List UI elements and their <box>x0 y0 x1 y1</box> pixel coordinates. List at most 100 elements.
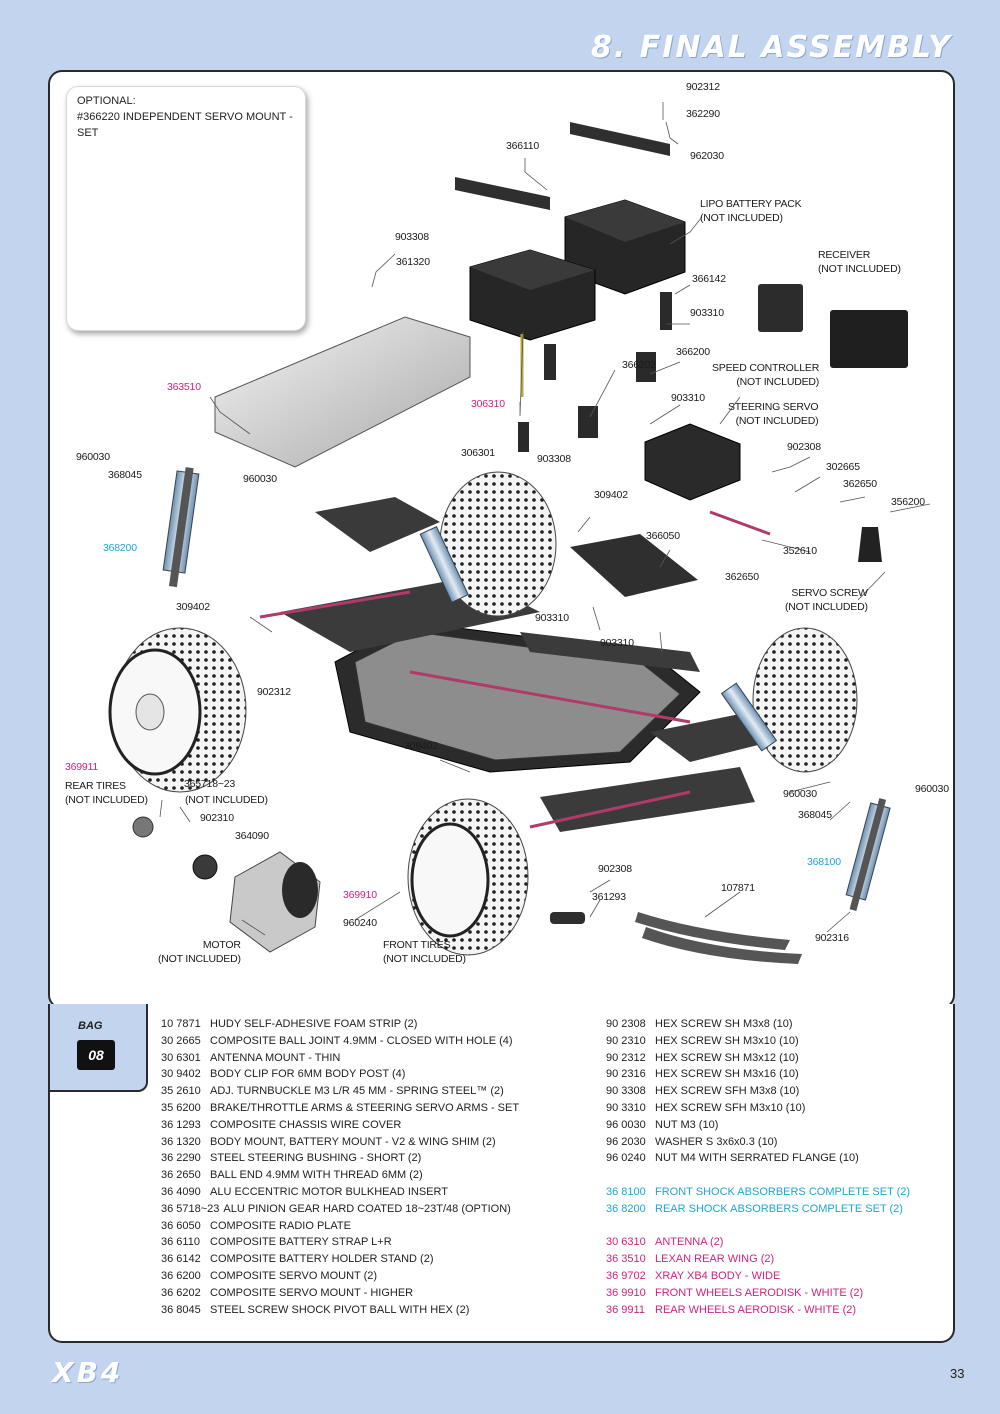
receiver <box>758 284 803 332</box>
part-code: 36 1293 <box>161 1118 201 1131</box>
part-desc: HEX SCREW SFH M3x10 (10) <box>655 1101 806 1114</box>
part-code: 36 9911 <box>606 1303 645 1316</box>
part-code: 10 7871 <box>161 1018 201 1030</box>
part-row: 96 2030 WASHER S 3x6x0.3 (10) <box>606 1134 910 1151</box>
exploded-assembly-diagram: OPTIONAL: #366220 INDEPENDENT SERVO MOUN… <box>48 70 955 1009</box>
part-code: 90 2312 <box>606 1051 646 1064</box>
part-row-shock: 36 8100 FRONT SHOCK ABSORBERS COMPLETE SE… <box>606 1184 910 1201</box>
page-title: 8. FINAL ASSEMBLY <box>591 30 952 65</box>
rear-tire-left <box>108 627 247 793</box>
servo-arm <box>858 527 882 562</box>
part-code: 36 8100 <box>606 1185 646 1198</box>
antenna-mount <box>518 422 529 452</box>
part-code: 30 6310 <box>606 1236 646 1249</box>
part-desc: COMPOSITE SERVO MOUNT (2) <box>210 1269 378 1282</box>
part-desc: COMPOSITE BATTERY STRAP L+R <box>210 1236 392 1249</box>
part-desc: COMPOSITE SERVO MOUNT - HIGHER <box>210 1286 414 1299</box>
part-desc: HEX SCREW SH M3x8 (10) <box>655 1018 793 1030</box>
motor-bulkhead-insert <box>192 854 218 880</box>
part-desc: BRAKE/THROTTLE ARMS & STEERING SERVO ARM… <box>210 1101 520 1114</box>
battery-strap-left <box>455 177 550 210</box>
part-row: 96 0240 NUT M4 WITH SERRATED FLANGE (10) <box>606 1150 910 1167</box>
part-desc: STEEL STEERING BUSHING - SHORT (2) <box>210 1152 422 1165</box>
part-code: 36 8045 <box>161 1303 201 1316</box>
optional-part: #366220 INDEPENDENT SERVO MOUNT - SET <box>77 111 293 139</box>
chassis-wire-cover <box>550 912 585 924</box>
pinion-gear <box>132 816 154 838</box>
rear-shock-absorber <box>162 467 200 588</box>
battery-strap-right <box>570 122 670 156</box>
assembly-illustration <box>108 102 931 964</box>
servo-mount-higher <box>578 406 598 438</box>
rear-wing <box>214 316 471 468</box>
part-desc: BODY MOUNT, BATTERY MOUNT - V2 & WING SH… <box>210 1135 496 1148</box>
part-code: 36 6142 <box>161 1253 201 1266</box>
part-desc: STEEL SCREW SHOCK PIVOT BALL WITH HEX (2… <box>210 1303 470 1316</box>
part-code: 96 2030 <box>606 1135 646 1148</box>
bag-label: BAG <box>78 1020 103 1032</box>
part-code: 36 8200 <box>606 1202 646 1215</box>
part-code: 36 9910 <box>606 1286 646 1299</box>
part-code: 90 2316 <box>606 1068 646 1081</box>
part-desc: ALU ECCENTRIC MOTOR BULKHEAD INSERT <box>210 1185 448 1198</box>
part-code: 90 2310 <box>606 1034 646 1047</box>
foam-strips <box>635 912 802 964</box>
part-desc: HEX SCREW SH M3x10 (10) <box>655 1034 799 1047</box>
steering-servo <box>644 423 741 501</box>
part-row-body: 30 6310 ANTENNA (2) <box>606 1234 910 1251</box>
radio-plate <box>570 534 698 597</box>
center-brace <box>520 632 700 672</box>
front-tire-left <box>407 798 529 956</box>
part-desc: WASHER S 3x6x0.3 (10) <box>655 1135 778 1148</box>
part-desc: LEXAN REAR WING (2) <box>655 1253 775 1266</box>
part-code: 36 6110 <box>161 1236 200 1249</box>
part-desc: BODY CLIP FOR 6MM BODY POST (4) <box>210 1068 406 1081</box>
front-shock-absorber <box>845 798 891 911</box>
part-code: 36 5718~23 <box>161 1202 220 1215</box>
turnbuckles <box>259 510 771 829</box>
part-desc: FRONT SHOCK ABSORBERS COMPLETE SET (2) <box>655 1185 911 1198</box>
optional-heading: OPTIONAL: <box>77 95 136 107</box>
part-row: 36 8045 STEEL SCREW SHOCK PIVOT BALL WITH… <box>161 1302 519 1319</box>
front-tire-right <box>752 627 858 773</box>
part-row: 90 2316 HEX SCREW SH M3x16 (10) <box>606 1066 910 1083</box>
body-post <box>544 344 556 380</box>
part-desc: NUT M4 WITH SERRATED FLANGE (10) <box>655 1152 859 1165</box>
part-code: 36 2650 <box>161 1169 201 1182</box>
bag-indicator: BAG 08 <box>50 1004 148 1092</box>
part-desc: HEX SCREW SH M3x16 (10) <box>655 1068 799 1081</box>
page-number: 33 <box>950 1366 965 1381</box>
part-desc: HEX SCREW SFH M3x8 (10) <box>655 1085 800 1098</box>
motor <box>229 851 321 953</box>
part-desc: ANTENNA MOUNT - THIN <box>210 1051 341 1064</box>
leader-lines <box>159 102 931 936</box>
speed-controller <box>830 310 908 368</box>
part-desc: XRAY XB4 BODY - WIDE <box>655 1269 781 1282</box>
part-code: 96 0030 <box>606 1118 646 1131</box>
part-code: 35 6200 <box>161 1101 201 1114</box>
part-code: 96 0240 <box>606 1152 646 1165</box>
part-desc: ALU PINION GEAR HARD COATED 18~23T/48 (O… <box>223 1202 511 1215</box>
part-desc: ANTENNA (2) <box>655 1236 724 1249</box>
xb4-logo: XB4 <box>52 1356 124 1389</box>
front-arms <box>540 767 755 832</box>
